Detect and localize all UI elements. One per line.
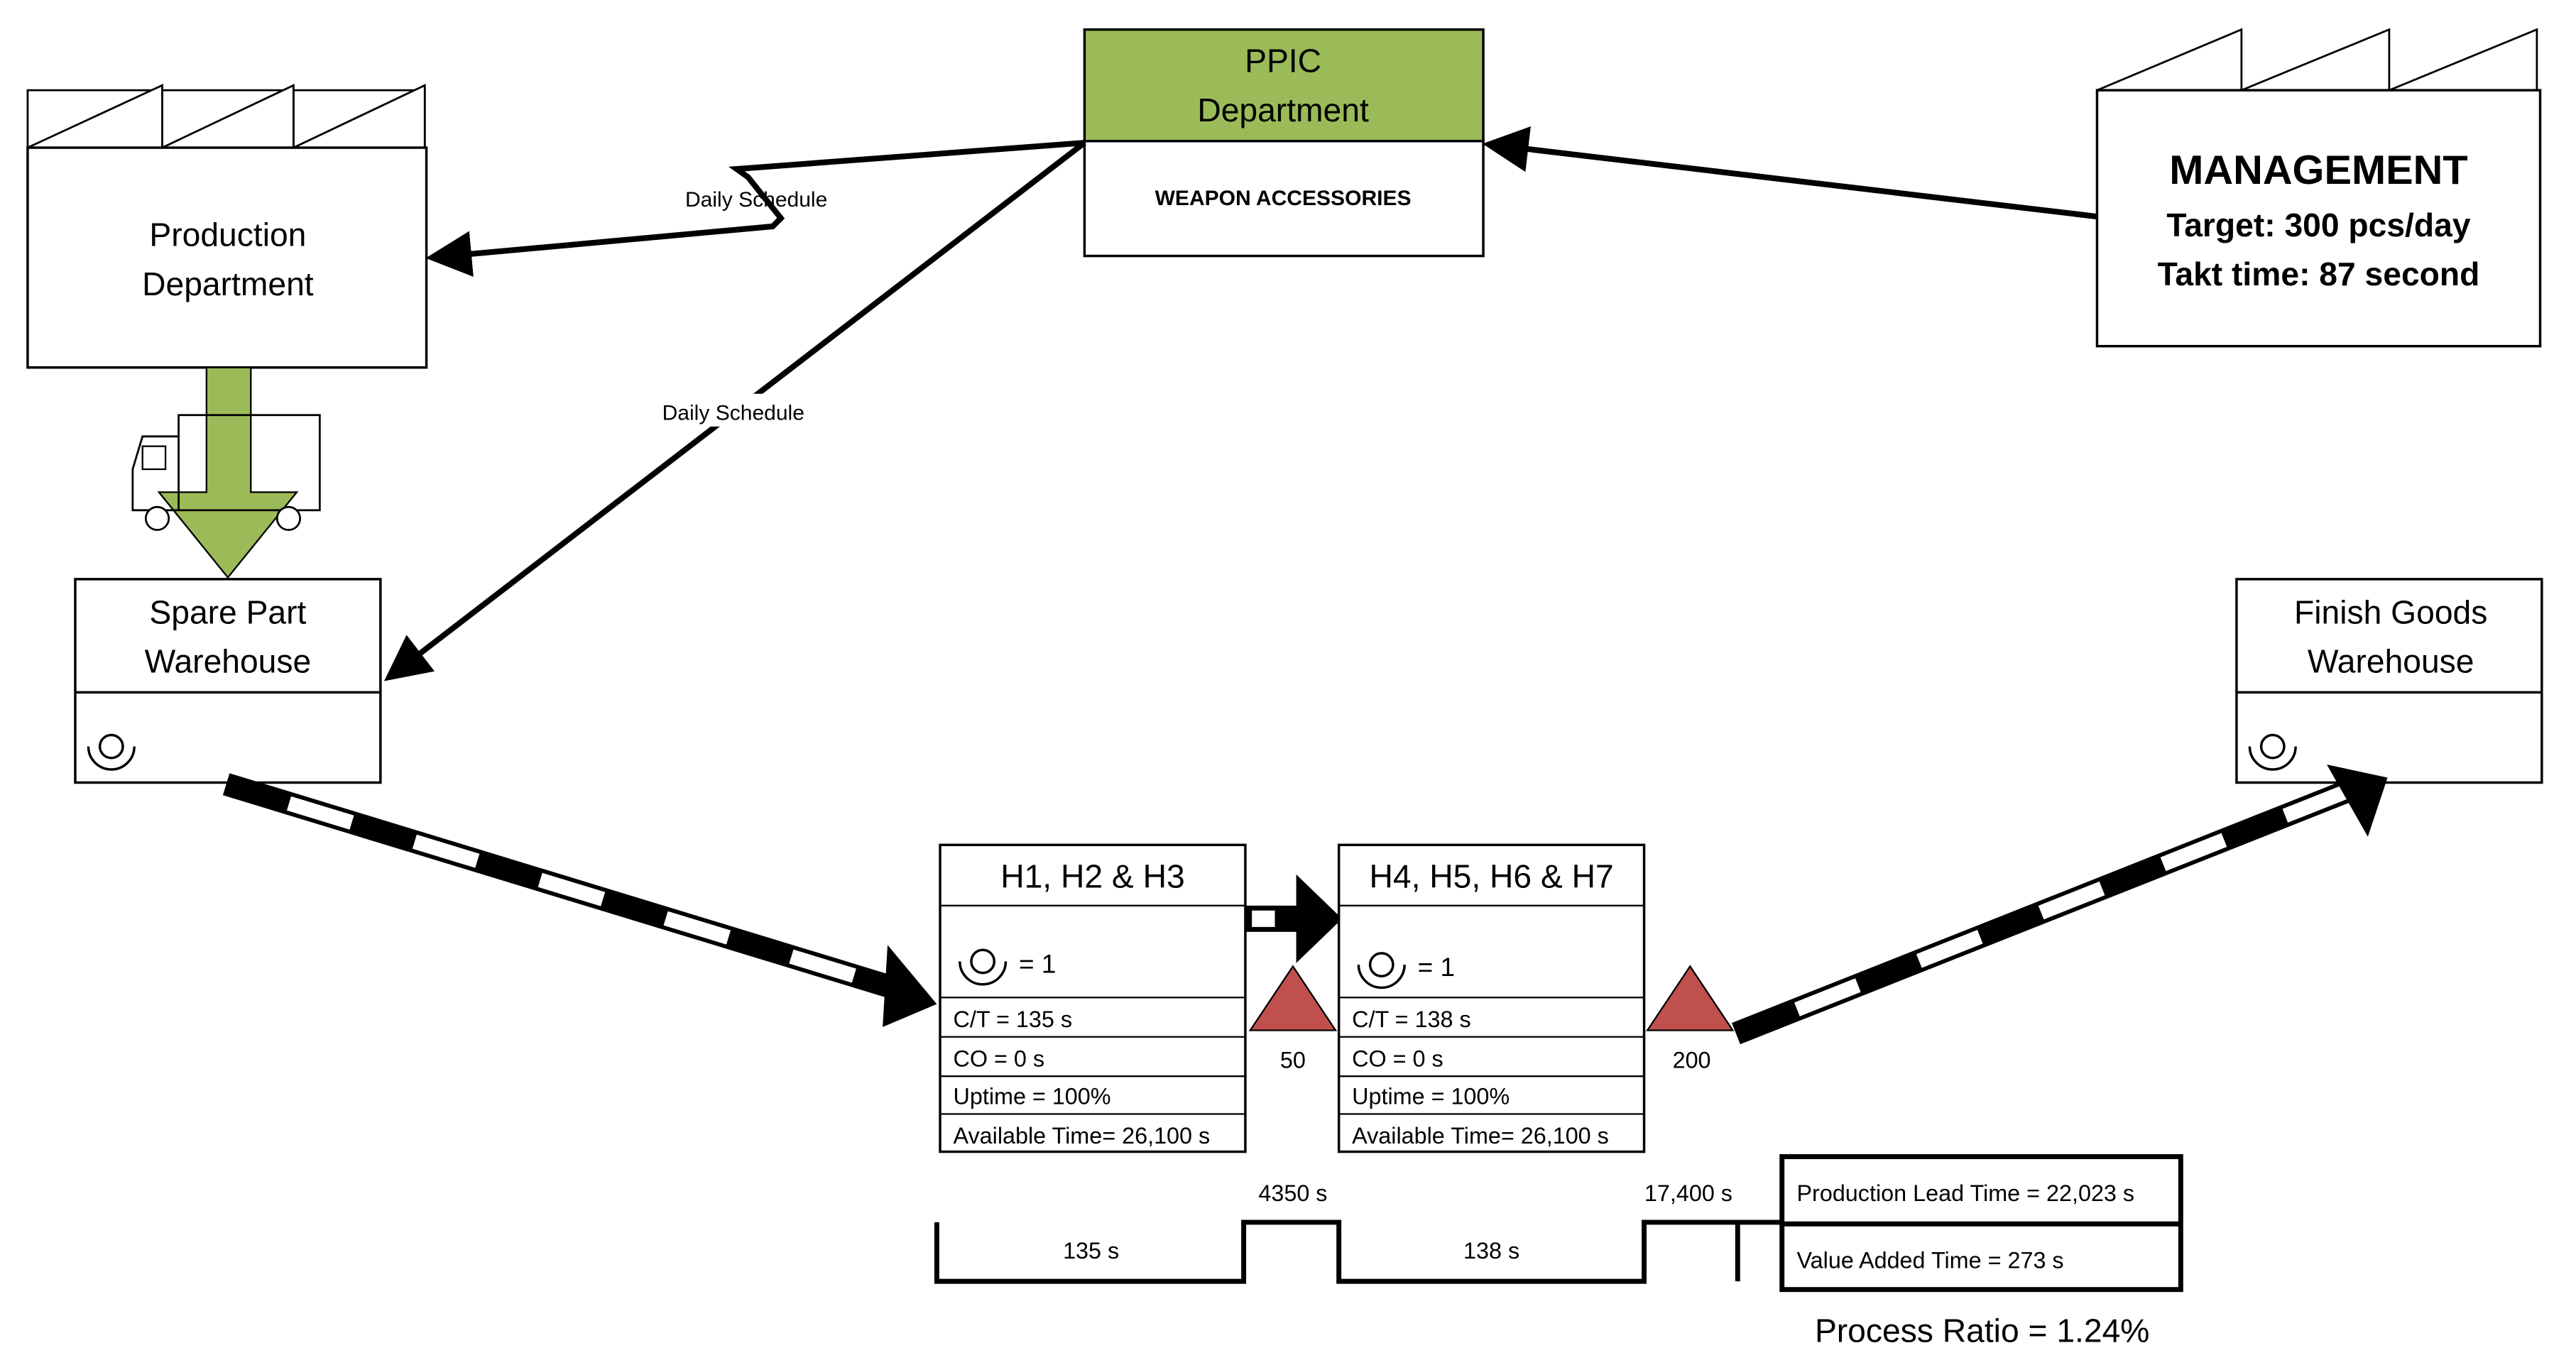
- management-title: MANAGEMENT: [2169, 148, 2467, 193]
- process-1-available: Available Time= 26,100 s: [953, 1123, 1210, 1149]
- info-flow-ppic-to-production: Daily Schedule: [425, 140, 1085, 277]
- process-2-uptime: Uptime = 100%: [1352, 1084, 1510, 1109]
- daily-schedule-label-1: Daily Schedule: [685, 188, 827, 212]
- inventory-triangle-icon: [1248, 965, 1338, 1031]
- timeline-vat-2: 138 s: [1463, 1238, 1519, 1263]
- daily-schedule-label-2: Daily Schedule: [662, 402, 804, 425]
- process-2-available: Available Time= 26,100 s: [1352, 1123, 1609, 1149]
- process-2-ct: C/T = 138 s: [1352, 1007, 1470, 1032]
- process-box-1[interactable]: H1, H2 & H3 = 1 C/T = 135 s CO = 0 s Upt…: [939, 843, 1247, 1153]
- process-1-title: H1, H2 & H3: [1000, 857, 1184, 894]
- finish-goods-warehouse-node[interactable]: Finish Goods Warehouse: [2235, 578, 2543, 784]
- management-target: Target: 300 pcs/day: [2166, 207, 2470, 243]
- management-node[interactable]: MANAGEMENT Target: 300 pcs/day Takt time…: [2095, 28, 2542, 348]
- operator-icon: [87, 733, 136, 771]
- process-2-operators: = 1: [1418, 953, 1455, 982]
- inventory-2[interactable]: 200: [1646, 965, 1735, 1073]
- info-flow-ppic-to-warehouse: Daily Schedule: [383, 140, 1086, 681]
- push-arrow-warehouse-to-process1: [222, 773, 937, 1027]
- shipment-arrow: [157, 366, 299, 579]
- finish-goods-line1: Finish Goods: [2294, 593, 2487, 630]
- timeline-wait-2: 17,400 s: [1644, 1180, 1732, 1206]
- ppic-line1: PPIC: [1245, 43, 1321, 80]
- ppic-line2: Department: [1197, 92, 1369, 128]
- process-2-co: CO = 0 s: [1352, 1046, 1443, 1071]
- management-takt: Takt time: 87 second: [2158, 256, 2480, 292]
- process-1-uptime: Uptime = 100%: [953, 1084, 1110, 1109]
- production-dept-line2: Department: [142, 265, 314, 302]
- process-ratio: Process Ratio = 1.24%: [1815, 1312, 2149, 1349]
- spare-part-line2: Warehouse: [145, 643, 312, 680]
- process-1-operators: = 1: [1019, 950, 1056, 979]
- ppic-department-node[interactable]: PPIC Department WEAPON ACCESSORIES: [1083, 28, 1485, 258]
- value-added-time: Value Added Time = 273 s: [1797, 1248, 2064, 1273]
- inventory-1[interactable]: 50: [1248, 965, 1338, 1073]
- spare-part-warehouse-node[interactable]: Spare Part Warehouse: [74, 578, 382, 784]
- ppic-subtitle: WEAPON ACCESSORIES: [1155, 187, 1412, 210]
- process-2-title: H4, H5, H6 & H7: [1369, 857, 1613, 894]
- process-1-co: CO = 0 s: [953, 1046, 1044, 1071]
- operator-icon: [959, 948, 1008, 986]
- push-arrow-process1-to-process2: [1245, 874, 1343, 963]
- process-box-2[interactable]: H4, H5, H6 & H7 = 1 C/T = 138 s CO = 0 s…: [1337, 843, 1646, 1153]
- inventory-2-label: 200: [1673, 1048, 1711, 1073]
- production-department-node[interactable]: Production Department: [26, 83, 428, 369]
- operator-icon: [1357, 952, 1406, 990]
- inventory-1-label: 50: [1280, 1048, 1306, 1073]
- timeline-vat-1: 135 s: [1063, 1238, 1119, 1263]
- process-1-ct: C/T = 135 s: [953, 1007, 1072, 1032]
- factory-roof: [27, 83, 426, 150]
- push-arrow-process2-to-finish-goods: [1732, 764, 2388, 1045]
- timeline: 135 s 4350 s 138 s 17,400 s: [934, 1180, 1782, 1284]
- lead-time-summary: Production Lead Time = 22,023 s Value Ad…: [1779, 1153, 2183, 1349]
- production-dept-line1: Production: [149, 216, 306, 253]
- operator-icon: [2248, 733, 2297, 771]
- spare-part-line1: Spare Part: [149, 593, 306, 630]
- finish-goods-line2: Warehouse: [2308, 643, 2474, 680]
- factory-icon: [2096, 28, 2538, 92]
- inventory-triangle-icon: [1646, 965, 1735, 1031]
- truck-icon[interactable]: [131, 414, 321, 531]
- info-flow-management-to-ppic: [1482, 126, 2097, 220]
- timeline-wait-1: 4350 s: [1258, 1180, 1327, 1206]
- production-lead-time: Production Lead Time = 22,023 s: [1797, 1180, 2135, 1206]
- ppic-header: [1083, 28, 1485, 143]
